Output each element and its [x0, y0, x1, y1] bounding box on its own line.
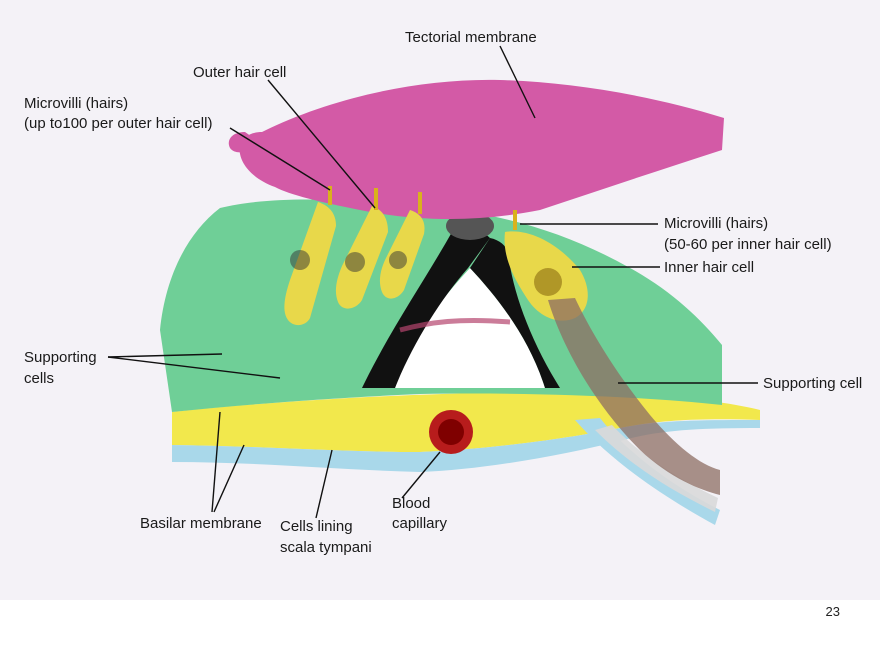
- tunnel-of-corti: [395, 268, 545, 388]
- leader-outer-hair-cell: [267, 79, 376, 209]
- label-basilar-membrane: Basilar membrane: [140, 515, 262, 532]
- inner-pillar: [470, 238, 560, 388]
- leader-cells-lining: [315, 449, 333, 519]
- leader-supporting-cells-a: [107, 353, 223, 358]
- label-blood-capillary-line2: capillary: [392, 515, 448, 532]
- label-microvilli-outer-line2: (up to100 per outer hair cell): [24, 115, 212, 132]
- pillar-head: [446, 212, 494, 240]
- label-inner-hair-cell: Inner hair cell: [664, 259, 754, 276]
- leader-microvilli-outer: [229, 127, 331, 191]
- label-blood-capillary-line1: Blood: [392, 495, 430, 512]
- blood-capillary-lumen: [438, 419, 464, 445]
- outer-hair-cells: [284, 202, 425, 326]
- outer-hair-cell-1: [284, 202, 336, 326]
- spiral-fibers: [399, 317, 511, 333]
- label-supporting-cells-line1: Supporting: [24, 349, 97, 366]
- leader-blood-capillary: [401, 451, 441, 499]
- cochlea-diagram-figure: Tectorial membrane Outer hair cell Micro…: [0, 0, 880, 600]
- outer-hair-cell-nucleus-3: [389, 251, 407, 269]
- outer-hair-cell-nucleus-2: [345, 252, 365, 272]
- inner-hair-cell-nucleus: [534, 268, 562, 296]
- label-tectorial-membrane: Tectorial membrane: [405, 29, 537, 46]
- leader-supporting-cells-b: [107, 356, 281, 379]
- leader-tectorial: [499, 45, 536, 119]
- label-microvilli-outer-line1: Microvilli (hairs): [24, 95, 128, 112]
- microvilli-tufts: [328, 186, 517, 230]
- label-microvilli-inner-line2: (50-60 per inner hair cell): [664, 236, 832, 253]
- nerve-fibers: [548, 298, 720, 495]
- label-microvilli-inner-line1: Microvilli (hairs): [664, 215, 768, 232]
- label-cells-lining-line1: Cells lining: [280, 518, 353, 535]
- tectorial-membrane: [239, 79, 724, 219]
- label-supporting-cells-line2: cells: [24, 370, 54, 387]
- page-number: 23: [825, 604, 840, 619]
- organ-of-corti-diagram: Tectorial membrane Outer hair cell Micro…: [24, 29, 862, 556]
- label-supporting-cell: Supporting cell: [763, 375, 862, 392]
- label-outer-hair-cell: Outer hair cell: [193, 64, 286, 81]
- outer-hair-cell-nucleus-1: [290, 250, 310, 270]
- tectorial-tip: [228, 132, 262, 153]
- leader-lines: [107, 45, 758, 519]
- leader-basilar-b: [213, 444, 245, 513]
- leader-basilar-a: [211, 411, 221, 513]
- lower-right-stripes: [595, 425, 718, 512]
- label-cells-lining-line2: scala tympani: [280, 539, 372, 556]
- outer-pillar: [362, 230, 490, 388]
